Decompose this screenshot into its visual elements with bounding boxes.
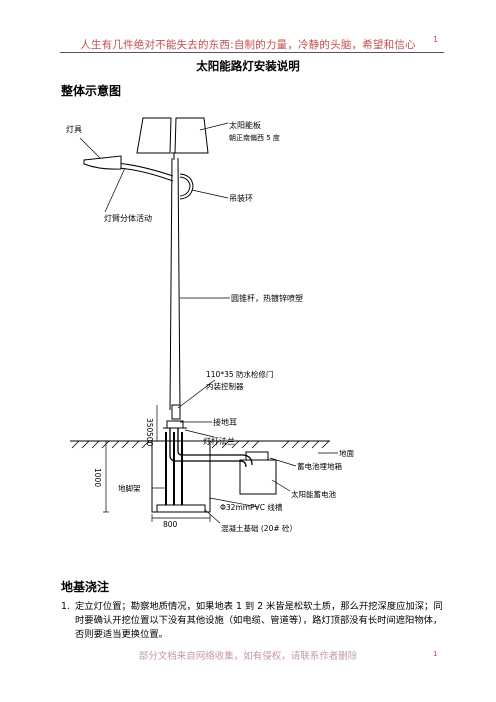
label-anchor-frame: 地脚架 xyxy=(118,483,141,493)
footer-page-number: 1 xyxy=(433,650,438,658)
dim-350: 350 xyxy=(145,418,154,433)
dim-1000: 1000 xyxy=(93,468,102,487)
label-ground-lug: 接地耳 xyxy=(213,417,237,427)
label-inspection-door: 110*35 防水检修门 xyxy=(206,369,274,379)
dim-500: 500 xyxy=(145,432,154,447)
label-lamp-arm: 灯臂分体活动 xyxy=(104,213,152,223)
header-motto: 人生有几件绝对不能失去的东西:自制的力量，冷静的头脑，希望和信心 xyxy=(80,39,416,51)
section-heading-overview: 整体示意图 xyxy=(61,84,122,98)
label-flange: 灯杆法兰 xyxy=(203,436,235,446)
label-battery: 太阳能蓄电池 xyxy=(291,489,336,499)
step-text: 定立灯位置；勘察地质情况，如果地表 1 到 2 米皆是松软土质，那么开挖深度应加… xyxy=(75,601,443,640)
label-concrete-base: 混凝土基础 (20# 砼） xyxy=(221,523,297,533)
label-battery-box: 蓄电池埋地箱 xyxy=(297,461,342,471)
header-page-number: 1 xyxy=(433,35,439,44)
step-number: 1. xyxy=(61,601,70,612)
section-heading-foundation: 地基浇注 xyxy=(61,580,110,594)
label-solar-panel: 太阳能板 xyxy=(229,120,261,130)
label-hanging-ring: 吊装环 xyxy=(229,193,253,203)
label-lamp: 灯具 xyxy=(66,124,82,134)
label-controller: 内装控制器 xyxy=(206,381,244,391)
header-divider xyxy=(60,52,444,53)
street-light-diagram: 灯具 太阳能板 朝正南偏西 5 度 吊装环 灯臂分体活动 圆锥杆，热镀锌喷塑 1… xyxy=(66,117,354,533)
document-title: 太阳能路灯安装说明 xyxy=(196,59,300,73)
dim-800: 800 xyxy=(163,520,178,529)
label-panel-orientation: 朝正南偏西 5 度 xyxy=(229,133,280,142)
label-ground: 地面 xyxy=(339,448,354,458)
label-pvc-conduit: Φ32mmPVC 线槽 xyxy=(220,502,283,512)
footer-disclaimer: 部分文档来自网络收集，如有侵权，请联系作者删除 xyxy=(138,651,358,662)
list-item: 1. 定立灯位置；勘察地质情况，如果地表 1 到 2 米皆是松软土质，那么开挖深… xyxy=(61,600,446,642)
label-pole: 圆锥杆，热镀锌喷塑 xyxy=(231,293,303,303)
